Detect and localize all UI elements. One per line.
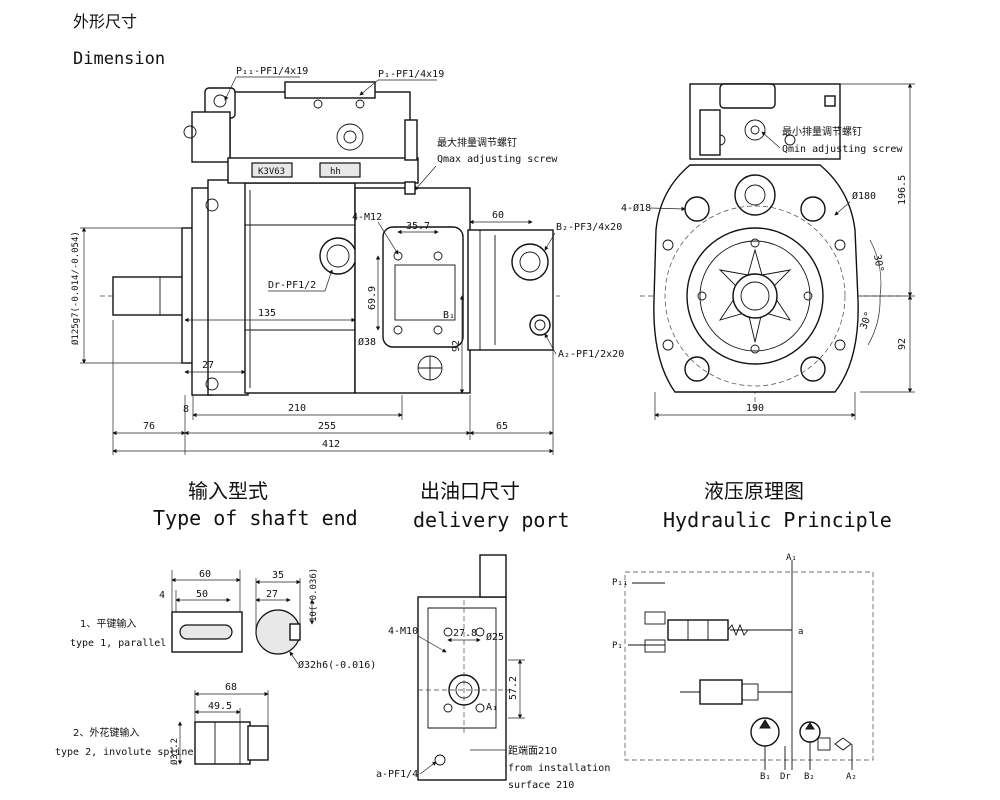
nameplate-label: K3V63: [258, 167, 285, 177]
dim-210: 210: [288, 403, 306, 414]
side-bolt-hole: [684, 196, 710, 222]
label-port-a2: A₂-PF1/2x20: [558, 349, 624, 360]
angle-30-lower: 30°: [858, 310, 875, 331]
dim-92-side: 92: [897, 338, 908, 350]
label-port-a: a-PF1/4: [376, 769, 418, 780]
dim-dia-180: Ø180: [852, 190, 876, 202]
type1-en: type 1, parallel key: [70, 638, 190, 649]
dim-196-5: 196.5: [897, 175, 908, 205]
shaft-title-en: Type of shaft end: [153, 506, 358, 530]
dim-76: 76: [143, 421, 155, 432]
type2-shaft: [194, 721, 251, 765]
dim-60-shaft: 60: [199, 569, 211, 580]
dim-key-width: 10(-0.036): [309, 568, 319, 622]
hyd-a2: A₂: [846, 772, 857, 782]
dim-dia-125: Ø125g7(-0.014/-0.054): [70, 231, 81, 345]
delivery-title-en: delivery port: [413, 508, 570, 532]
delivery-port-block: [417, 596, 507, 781]
dim-dia-38: Ø38: [358, 336, 376, 348]
label-drain: Dr-PF1/2: [268, 280, 316, 291]
label-face-cn: 距端面210: [508, 744, 557, 757]
label-qmin-cn: 最小排量调节螺钉: [782, 125, 862, 138]
label-m10: 4-M10: [388, 626, 418, 637]
main-view: K3V63 hh P₁₁-PF1/4x19 P₁-PF1/4x19 最大排量调节…: [70, 66, 624, 455]
regulator: [229, 91, 411, 163]
hydraulic-schematic: A₁ P₁₁ P₁ a B₁ Dr B₂ A₂: [612, 553, 874, 782]
dim-35-7: 35.7: [406, 221, 430, 232]
dim-dia-31-2: Ø31.2: [169, 738, 180, 765]
label-qmax-cn: 最大排量调节螺钉: [437, 136, 517, 149]
label-holes: 4-Ø18: [621, 202, 651, 214]
hyd-b1: B₁: [760, 772, 771, 782]
pump-body: [244, 182, 356, 394]
dim-190: 190: [746, 403, 764, 414]
label-b1: B₁: [443, 310, 455, 321]
delivery-title-cn: 出油口尺寸: [420, 479, 520, 503]
delivery-port-view: 4-M10 27.8 Ø25 57.2 A₁ 距端面210 from insta…: [376, 554, 610, 791]
header-title-en: Dimension: [73, 49, 165, 69]
drain-port: [319, 237, 357, 275]
label-a1-port: A₁: [486, 702, 498, 713]
dim-50-shaft: 50: [196, 589, 208, 600]
dim-35-shaft: 35: [272, 570, 284, 581]
type2-cn: 2、外花键输入: [73, 726, 139, 739]
dim-8: 8: [183, 404, 189, 415]
dim-dia-32: Ø32h6(-0.016): [298, 659, 376, 671]
hyd-p1: P₁: [612, 641, 623, 651]
hyd-dr: Dr: [780, 772, 791, 782]
label-qmax-en: Qmax adjusting screw: [437, 154, 558, 165]
dim-27-shaft: 27: [266, 589, 278, 600]
logo-label: hh: [330, 167, 341, 177]
type2-en: type 2, involute spline: [55, 747, 193, 758]
dim-49-5: 49.5: [208, 701, 232, 712]
input-shaft: [112, 276, 186, 316]
dim-412: 412: [322, 439, 340, 450]
dim-4-shaft: 4: [159, 590, 165, 601]
label-port-b2: B₂-PF3/4x20: [556, 222, 622, 233]
label-qmin-en: Qmin adjusting screw: [782, 144, 903, 155]
dim-255: 255: [318, 421, 336, 432]
label-m12: 4-M12: [352, 212, 382, 223]
hyd-a: a: [798, 627, 803, 637]
hydraulic-title-en: Hydraulic Principle: [663, 508, 892, 532]
hyd-a1: A₁: [786, 553, 797, 563]
label-face-en1: from installation: [508, 763, 610, 774]
dim-dia-25: Ø25: [486, 631, 504, 643]
label-port-px1: P₁₁-PF1/4x19: [236, 66, 308, 77]
dim-57-2: 57.2: [508, 676, 519, 700]
angle-30-upper: 30°: [871, 254, 885, 274]
dim-69-9: 69.9: [367, 286, 378, 310]
dim-27-8: 27.8: [453, 628, 477, 639]
shaft-title-cn: 输入型式: [188, 479, 268, 503]
dim-92-main: 92: [451, 340, 462, 352]
dim-27-main: 27: [202, 360, 214, 371]
type1-cn: 1、平键输入: [80, 617, 136, 630]
shaft-end-views: 1、平键输入 type 1, parallel key 60 4 50 35 2…: [55, 568, 376, 765]
hyd-b2: B₂: [804, 772, 815, 782]
hyd-px1: P₁₁: [612, 578, 628, 588]
hydraulic-title-cn: 液压原理图: [704, 479, 804, 503]
dim-60-rear: 60: [492, 210, 504, 221]
side-view: 最小排量调节螺钉 Qmin adjusting screw 4-Ø18 Ø180…: [621, 83, 915, 420]
label-port-p1: P₁-PF1/4x19: [378, 69, 444, 80]
dim-65: 65: [496, 421, 508, 432]
dim-68: 68: [225, 682, 237, 693]
label-face-en2: surface 210: [508, 780, 574, 791]
dim-135: 135: [258, 308, 276, 319]
header-title-cn: 外形尺寸: [73, 12, 137, 31]
